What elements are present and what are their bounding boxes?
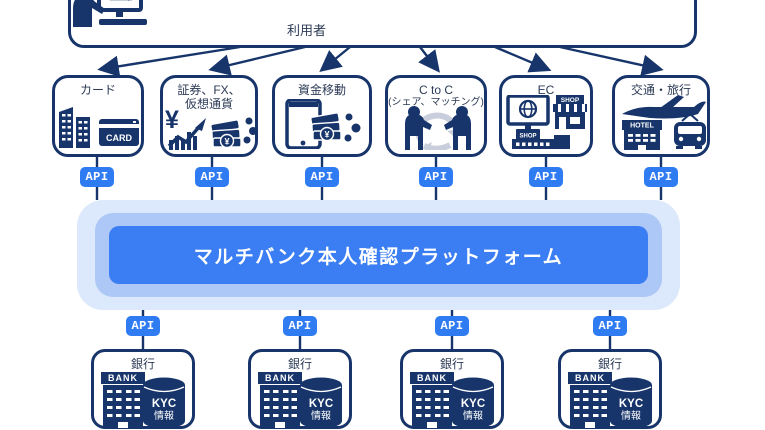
bank-label: 銀行 (130, 357, 155, 371)
service-label: 資金移動 (297, 83, 346, 97)
service-box-card: カード CARD (52, 75, 144, 157)
kyc-text: KYC (152, 398, 176, 410)
service-label: 証券、FX、 仮想通貨 (177, 83, 241, 112)
api-badge: API (419, 167, 453, 187)
service-label: EC (537, 83, 555, 97)
service-box-transport-travel: 交通・旅行 HOTEL (612, 75, 710, 157)
shop-sign-text: SHOP (519, 133, 536, 139)
platform-title: マルチバンク本人確認プラットフォーム (193, 246, 564, 268)
api-badge: API (593, 316, 627, 336)
service-box-securities: 証券、FX、 仮想通貨 ¥ ¥ (160, 75, 258, 157)
svg-text:BANK: BANK (575, 373, 605, 383)
bank-label: 銀行 (287, 357, 312, 371)
train-icon (674, 112, 706, 149)
buildings-credit-card-icon: CARD (59, 107, 139, 148)
travel-icons: HOTEL (622, 95, 706, 150)
bank-label: 銀行 (439, 357, 464, 371)
api-badge: API (305, 167, 339, 187)
kyc-database-icon: KYC 情報 (452, 377, 494, 429)
bank-box: 銀行 BANK KYC 情報 (400, 349, 504, 429)
service-box-funds-transfer: 資金移動 ¥ (272, 75, 372, 157)
service-box-ec: EC SHOP SHOP (499, 75, 593, 157)
service-label: C to C (シェア、マッチング) (388, 83, 484, 109)
airplane-icon (622, 95, 706, 119)
people-exchange-icon (405, 106, 471, 150)
user-label: 利用者 (287, 23, 327, 38)
platform-bar: マルチバンク本人確認プラットフォーム (109, 226, 648, 284)
api-badge: API (283, 316, 317, 336)
svg-text:KYC: KYC (461, 398, 485, 410)
card-text: CARD (106, 133, 132, 143)
service-box-c-to-c: C to C (シェア、マッチング) (385, 75, 487, 157)
bank-label: 銀行 (597, 357, 622, 371)
hotel-icon: HOTEL (622, 120, 662, 150)
api-badge: API (529, 167, 563, 187)
bank-building-icon: BANK (258, 372, 302, 428)
hotel-sign-text: HOTEL (630, 123, 654, 130)
api-badge: API (126, 316, 160, 336)
kyc-info-text: 情報 (154, 409, 174, 422)
kyc-database-icon: KYC 情報 (610, 377, 652, 429)
svg-text:BANK: BANK (265, 373, 295, 383)
bank-sign-text: BANK (108, 373, 138, 383)
user-at-computer-icon (73, 0, 147, 27)
online-shop-icon: SHOP SHOP (506, 95, 587, 149)
api-badge: API (195, 167, 229, 187)
bank-box: 銀行 BANK KYC 情報 (248, 349, 352, 429)
svg-text:KYC: KYC (619, 398, 643, 410)
bank-building-icon: BANK (568, 372, 612, 428)
svg-text:BANK: BANK (417, 373, 447, 383)
svg-text:情報: 情報 (463, 409, 483, 422)
yen-on-bills: ¥ (324, 130, 329, 140)
platform-panel-middle: マルチバンク本人確認プラットフォーム (95, 213, 662, 297)
bank-box: 銀行 BANK KYC 情報 (91, 349, 195, 429)
user-box: 利用者 (68, 0, 697, 48)
service-label: カード (79, 83, 116, 97)
svg-text:情報: 情報 (621, 409, 641, 422)
kyc-database-icon: KYC 情報 (300, 377, 342, 429)
api-badge: API (80, 167, 114, 187)
bank-building-icon: BANK (101, 372, 145, 428)
api-badge: API (644, 167, 678, 187)
shop-sign-text: SHOP (561, 97, 580, 104)
svg-text:KYC: KYC (309, 398, 333, 410)
svg-text:情報: 情報 (311, 409, 331, 422)
chart-money-icon: ¥ ¥ (165, 106, 257, 150)
api-badge: API (435, 316, 469, 336)
bank-box: 銀行 BANK KYC 情報 (558, 349, 662, 429)
platform-panel: マルチバンク本人確認プラットフォーム (77, 200, 680, 310)
yen-on-bills: ¥ (224, 137, 229, 147)
bank-building-icon: BANK (410, 372, 454, 428)
yen-symbol: ¥ (165, 106, 179, 134)
service-label: 交通・旅行 (630, 83, 691, 97)
kyc-database-icon: KYC 情報 (143, 377, 185, 429)
smartphone-money-icon: ¥ (285, 99, 361, 149)
